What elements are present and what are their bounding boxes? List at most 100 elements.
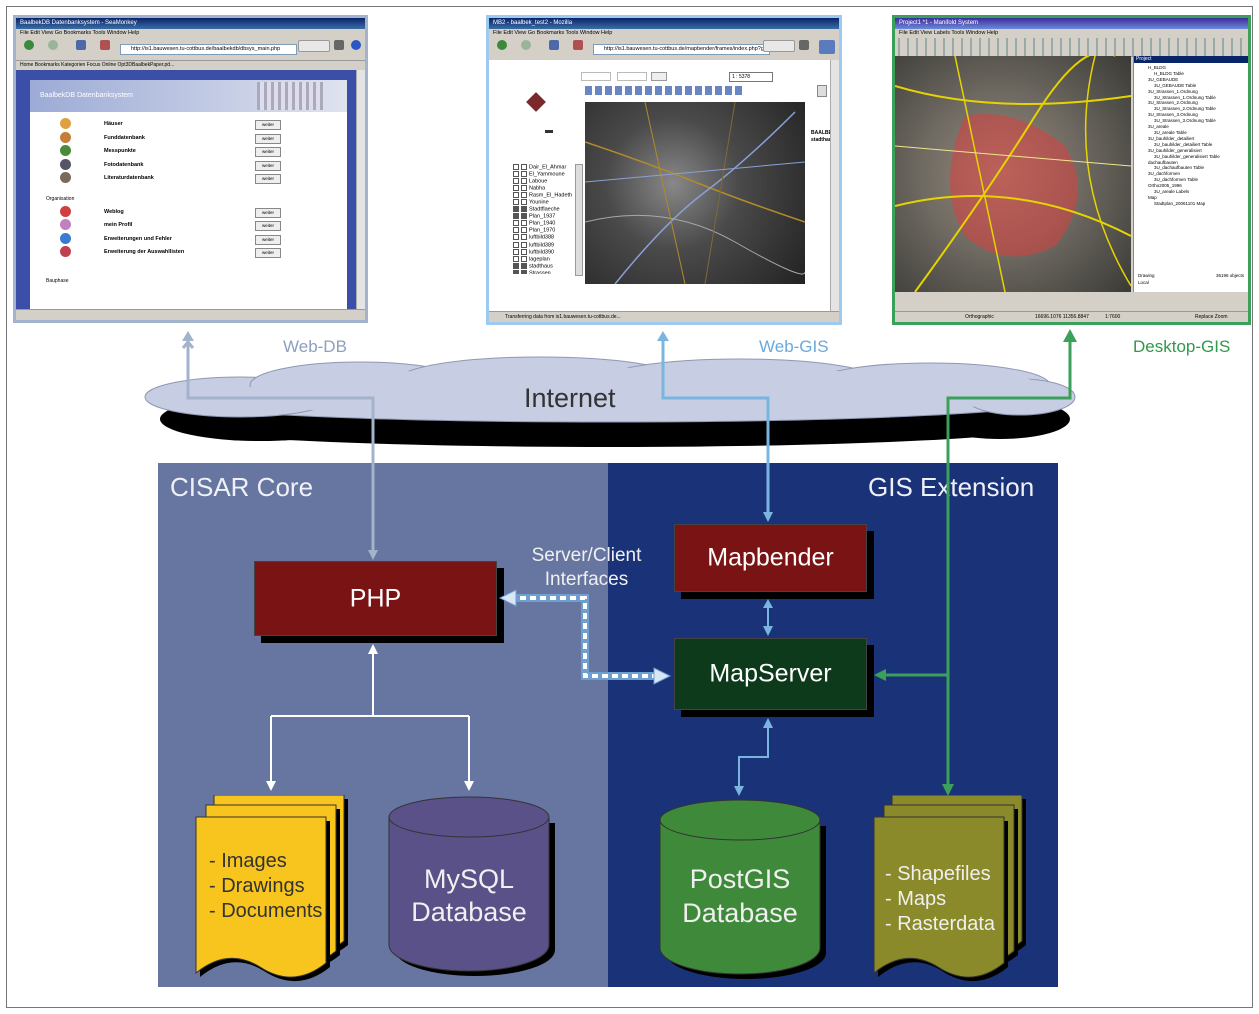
project-tree-item[interactable]: 3U_Strassen_1.Ordnung: [1148, 88, 1198, 94]
webgis-url-field[interactable]: http://is1.bauwesen.tu-cottbus.de/mapben…: [593, 44, 770, 55]
project-tree-item[interactable]: Stadtplan_20061101 Map: [1154, 200, 1206, 206]
project-tree-item[interactable]: 3U_bauhilder_generalisiert Table: [1154, 153, 1220, 159]
layer-query-checkbox[interactable]: [521, 171, 527, 178]
layer-query-checkbox[interactable]: [521, 213, 527, 220]
layer-item[interactable]: Plan_1937: [513, 213, 573, 220]
project-tree-item[interactable]: Map: [1148, 194, 1157, 200]
weiter-button[interactable]: weiter: [255, 221, 281, 231]
layer-checkbox[interactable]: [513, 269, 519, 274]
layer-item[interactable]: lageplan: [513, 255, 573, 263]
layer-checkbox[interactable]: [513, 185, 519, 192]
layer-item[interactable]: Stadtflaeche: [513, 206, 573, 213]
layer-checkbox[interactable]: [513, 234, 519, 241]
layer-item[interactable]: Nabha: [513, 185, 573, 192]
layer-item[interactable]: luftbild390: [513, 248, 573, 256]
search-icon[interactable]: [298, 40, 330, 52]
layer-checkbox[interactable]: [513, 213, 519, 220]
layer-query-checkbox[interactable]: [521, 192, 527, 199]
project-tree-item[interactable]: 3U_Strassen_1.Ordnung Table: [1154, 94, 1216, 100]
layer-checkbox[interactable]: [513, 171, 519, 178]
layer-item[interactable]: luftbild388: [513, 234, 573, 241]
weiter-button[interactable]: weiter: [255, 133, 281, 144]
layer-item[interactable]: Plan_1940: [513, 220, 573, 227]
layer-item[interactable]: Younine: [513, 199, 573, 206]
length-input[interactable]: [581, 72, 611, 81]
layer-query-checkbox[interactable]: [521, 178, 527, 185]
layer-query-checkbox[interactable]: [521, 269, 527, 274]
project-tree-item[interactable]: 3U_dachaufbauten Table: [1154, 165, 1204, 171]
project-tree-item[interactable]: H_BLDG: [1148, 65, 1167, 70]
project-tree-item[interactable]: 3U_bauhilder_detailiert Table: [1154, 141, 1213, 147]
project-tree-item[interactable]: 3U_Strassen_2.Ordnung Table: [1154, 106, 1216, 112]
layer-checkbox[interactable]: [513, 255, 519, 262]
layer-checkbox[interactable]: [513, 227, 519, 234]
project-tree-item[interactable]: 3U_bauhilder_detailiert: [1148, 135, 1195, 141]
layer-item[interactable]: stadthaus: [513, 262, 573, 270]
desktop-map-view[interactable]: [895, 56, 1131, 292]
webgis-scrollbar[interactable]: [830, 60, 839, 312]
project-tree-item[interactable]: 3U_areale Labels: [1154, 189, 1190, 195]
layer-checkbox[interactable]: [513, 241, 519, 248]
forward-icon[interactable]: [521, 40, 531, 50]
stop-icon[interactable]: [573, 40, 583, 50]
project-tree-item[interactable]: 3U_bauhilder_generalisiert: [1148, 147, 1202, 153]
project-tree-item[interactable]: 3U_GEBAUDE: [1148, 76, 1179, 82]
project-tree-item[interactable]: 3U_Strassen_3.Ordnung Table: [1154, 118, 1216, 124]
layer-item[interactable]: Laboue: [513, 178, 573, 185]
map-tool-icons[interactable]: [585, 86, 745, 95]
scale-select[interactable]: 1 : 5378: [729, 72, 773, 82]
webdb-url-field[interactable]: http://is1.bauwesen.tu-cottbus.de/baalbe…: [120, 44, 297, 55]
project-tree-item[interactable]: H_BLDG Table: [1154, 70, 1184, 76]
stop-icon[interactable]: [100, 40, 110, 50]
layer-query-checkbox[interactable]: [521, 206, 527, 213]
layer-query-checkbox[interactable]: [521, 241, 527, 248]
layer-checkbox[interactable]: [513, 199, 519, 206]
layer-item[interactable]: Dair_El_Ahmar: [513, 164, 573, 171]
weiter-button[interactable]: weiter: [255, 248, 281, 258]
help-icon[interactable]: [817, 85, 827, 97]
layer-item[interactable]: Plan_1970: [513, 227, 573, 234]
weiter-button[interactable]: weiter: [255, 174, 281, 184]
layer-checkbox[interactable]: [513, 192, 519, 199]
weiter-button[interactable]: weiter: [255, 207, 281, 218]
layer-query-checkbox[interactable]: [521, 185, 527, 192]
layer-item[interactable]: El_Yammoune: [513, 171, 573, 178]
forward-icon[interactable]: [48, 40, 58, 50]
layer-query-checkbox[interactable]: [521, 234, 527, 241]
layer-list-scrollbar[interactable]: [575, 164, 583, 276]
back-icon[interactable]: [497, 40, 507, 50]
layer-checkbox[interactable]: [513, 178, 519, 185]
layer-query-checkbox[interactable]: [521, 227, 527, 234]
reload-icon[interactable]: [76, 40, 86, 50]
layer-item[interactable]: Strassen: [513, 269, 573, 274]
layer-checkbox[interactable]: [513, 248, 519, 255]
layer-checkbox[interactable]: [513, 220, 519, 227]
layer-checkbox[interactable]: [513, 164, 519, 170]
map-view[interactable]: [585, 102, 805, 284]
ok-button[interactable]: [651, 72, 667, 81]
project-tree-item[interactable]: dachaufbauten: [1148, 159, 1178, 165]
layer-item[interactable]: luftbild389: [513, 241, 573, 249]
reload-icon[interactable]: [549, 40, 559, 50]
project-tree-item[interactable]: 3U_Strassen_2.Ordnung: [1148, 100, 1198, 106]
print-icon[interactable]: [799, 40, 809, 50]
layer-item[interactable]: Rasm_El_Hadeth: [513, 192, 573, 199]
weiter-button[interactable]: weiter: [255, 147, 281, 157]
project-tree-item[interactable]: 3U_dachformen Table: [1154, 177, 1198, 183]
weiter-button[interactable]: weiter: [255, 120, 281, 130]
webdb-scrollbar[interactable]: [356, 70, 365, 310]
layer-query-checkbox[interactable]: [521, 164, 527, 170]
project-tree-item[interactable]: 3U_areale Table: [1154, 129, 1187, 135]
desktop-toolbars[interactable]: [895, 38, 1248, 57]
width-input[interactable]: [617, 72, 647, 81]
project-tree-item[interactable]: 3U_Strassen_3.Ordnung: [1148, 112, 1198, 118]
search-icon[interactable]: [763, 40, 795, 52]
project-tree-item[interactable]: 3U_dachformen: [1148, 171, 1181, 177]
project-tree-item[interactable]: 3U_GEBAUDE Table: [1154, 82, 1197, 88]
layer-query-checkbox[interactable]: [521, 220, 527, 227]
layer-query-checkbox[interactable]: [521, 199, 527, 206]
back-icon[interactable]: [24, 40, 34, 50]
project-tree-item[interactable]: Ortho2005_1996: [1148, 183, 1182, 189]
weiter-button[interactable]: weiter: [255, 234, 281, 245]
layer-checkbox[interactable]: [513, 206, 519, 213]
